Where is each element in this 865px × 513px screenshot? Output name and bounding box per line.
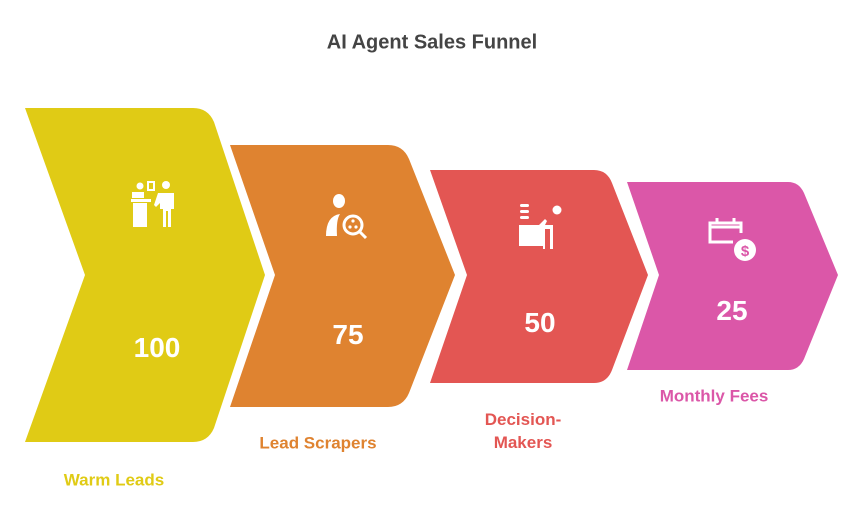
page-title: AI Agent Sales Funnel [326,31,538,54]
receptionist-icon [131,181,174,227]
stage-warm-leads-shape [25,108,265,442]
stage-monthly-fees-shape [627,182,838,370]
stage-label: Decision- Makers [485,408,562,454]
stage-label-line: Decision- [484,410,562,429]
stage-value: 75 [332,319,364,350]
calendar-dollar-icon: $ [708,218,756,261]
stage-label-line: Makers [493,433,553,452]
stage-value: 50 [524,307,556,338]
stage-decision-makers-shape [430,170,648,383]
user-search-icon [326,194,368,240]
stage-lead-scrapers-shape [230,145,455,407]
svg-text:$: $ [741,243,750,260]
presenter-desk-icon [519,204,562,249]
stage-value: 25 [716,295,748,326]
stage-value: 100 [133,332,181,363]
stage-label: Warm Leads [63,470,165,490]
stage-label: Lead Scrapers [259,433,377,453]
stage-label: Monthly Fees [659,386,769,406]
